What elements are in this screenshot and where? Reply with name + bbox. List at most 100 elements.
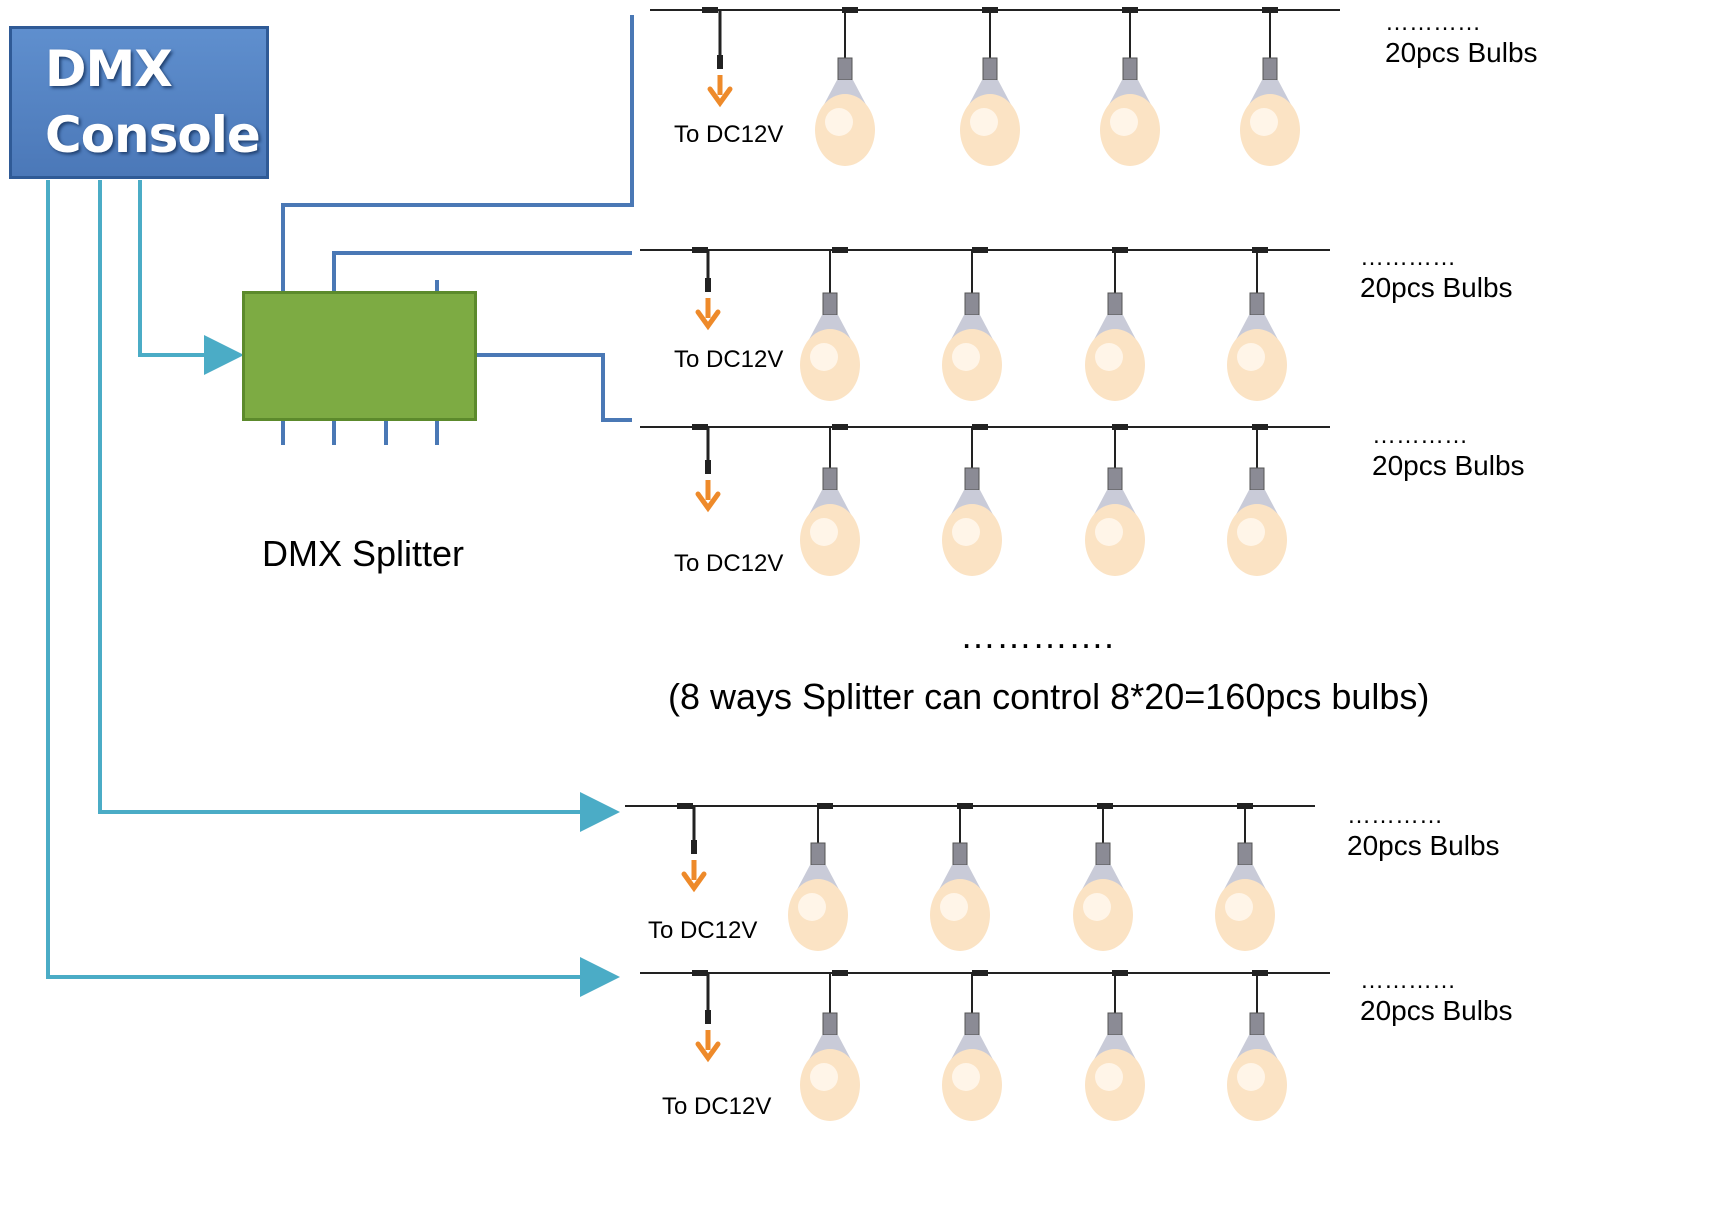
bulb-4-4-socket <box>1237 842 1253 866</box>
string-2-connector-5 <box>1252 247 1268 253</box>
string-3-power-label: To DC12V <box>674 550 784 577</box>
string-2-dots: ………… <box>1360 244 1456 271</box>
bulb-2-4-socket <box>1249 292 1265 316</box>
bulb-3-4-highlight <box>1237 518 1265 546</box>
bulb-3-2-highlight <box>952 518 980 546</box>
string-1-label: ………… 20pcs Bulbs <box>1385 10 1538 70</box>
console-line-to-string-5 <box>46 180 620 997</box>
bulb-4-2-highlight <box>940 893 968 921</box>
string-5-connector-4 <box>1112 970 1128 976</box>
bulb-2-1-highlight <box>810 343 838 371</box>
string-3-connector-5 <box>1252 424 1268 430</box>
string-4-count: 20pcs Bulbs <box>1347 830 1500 861</box>
bulb-4-3-highlight <box>1083 893 1111 921</box>
bulb-4-4-highlight <box>1225 893 1253 921</box>
dmx-splitter-board <box>242 291 477 421</box>
string-5-connector-5 <box>1252 970 1268 976</box>
bulb-1-1-socket <box>837 57 853 81</box>
bulb-1-2-highlight <box>970 108 998 136</box>
bulb-5-1-highlight <box>810 1063 838 1091</box>
bulb-2-2-highlight <box>952 343 980 371</box>
bulb-1-3-socket <box>1122 57 1138 81</box>
string-5-connector-3 <box>972 970 988 976</box>
power-arrow-icon <box>681 871 707 893</box>
dmx-console-title: DMX Console <box>45 36 261 168</box>
string-2-connector-4 <box>1112 247 1128 253</box>
string-2-connector-2 <box>832 247 848 253</box>
console-line-to-string-4 <box>98 180 620 832</box>
string-3-connector-3 <box>972 424 988 430</box>
string-4-connector-3 <box>957 803 973 809</box>
dmx-console-line1: DMX <box>45 40 173 98</box>
bulb-4-2-socket <box>952 842 968 866</box>
string-4-power-label: To DC12V <box>648 917 758 944</box>
string-2-connector-3 <box>972 247 988 253</box>
ellipsis-more-strings: …………. <box>960 615 1115 656</box>
string-5-power-plug <box>705 1010 711 1024</box>
string-4-dots: ………… <box>1347 802 1443 829</box>
bulb-5-2-highlight <box>952 1063 980 1091</box>
power-arrow-icon <box>695 1041 721 1063</box>
string-5-power-label: To DC12V <box>662 1093 772 1120</box>
bulb-4-1-highlight <box>798 893 826 921</box>
string-1-connector-2 <box>842 7 858 13</box>
bulb-5-1-socket <box>822 1012 838 1036</box>
string-1-connector-1 <box>702 7 718 13</box>
bulb-3-2-socket <box>964 467 980 491</box>
bulb-3-3-socket <box>1107 467 1123 491</box>
bulb-2-3-highlight <box>1095 343 1123 371</box>
dmx-console-line2: Console <box>45 106 261 164</box>
string-5-label: ………… 20pcs Bulbs <box>1360 968 1513 1028</box>
bulb-5-3-highlight <box>1095 1063 1123 1091</box>
bulb-2-3-socket <box>1107 292 1123 316</box>
string-2-power-label: To DC12V <box>674 346 784 373</box>
string-5-dots: ………… <box>1360 967 1456 994</box>
string-2-count: 20pcs Bulbs <box>1360 272 1513 303</box>
bulb-5-3-socket <box>1107 1012 1123 1036</box>
string-3-connector-4 <box>1112 424 1128 430</box>
string-3-connector-1 <box>692 424 708 430</box>
dmx-console-box <box>9 26 269 179</box>
bulb-5-4-socket <box>1249 1012 1265 1036</box>
bulb-3-4-socket <box>1249 467 1265 491</box>
console-line-to-splitter <box>138 180 244 375</box>
string-4-connector-2 <box>817 803 833 809</box>
bulb-4-1-socket <box>810 842 826 866</box>
bulb-1-2-socket <box>982 57 998 81</box>
string-5-connector-2 <box>832 970 848 976</box>
bulb-4-3-socket <box>1095 842 1111 866</box>
splitter-capacity-note: (8 ways Splitter can control 8*20=160pcs… <box>668 676 1430 717</box>
string-3-connector-2 <box>832 424 848 430</box>
string-3-label: ………… 20pcs Bulbs <box>1372 423 1525 483</box>
string-2-connector-1 <box>692 247 708 253</box>
string-3-power-plug <box>705 460 711 474</box>
bulb-1-4-highlight <box>1250 108 1278 136</box>
power-arrow-icon <box>707 86 733 108</box>
bulb-5-4-highlight <box>1237 1063 1265 1091</box>
bulb-2-1-socket <box>822 292 838 316</box>
string-1-dots: ………… <box>1385 9 1481 36</box>
bulb-3-3-highlight <box>1095 518 1123 546</box>
string-1-count: 20pcs Bulbs <box>1385 37 1538 68</box>
bulb-1-4-socket <box>1262 57 1278 81</box>
string-4-power-plug <box>691 840 697 854</box>
bulb-1-1-highlight <box>825 108 853 136</box>
dmx-splitter-label: DMX Splitter <box>262 533 465 574</box>
bulb-3-1-highlight <box>810 518 838 546</box>
power-arrow-icon <box>695 491 721 513</box>
string-4-connector-1 <box>677 803 693 809</box>
power-arrow-icon <box>695 309 721 331</box>
bulb-2-2-socket <box>964 292 980 316</box>
bulb-5-2-socket <box>964 1012 980 1036</box>
string-5-connector-1 <box>692 970 708 976</box>
string-2-power-plug <box>705 278 711 292</box>
string-1-power-label: To DC12V <box>674 121 784 148</box>
string-5-count: 20pcs Bulbs <box>1360 995 1513 1026</box>
bulb-2-4-highlight <box>1237 343 1265 371</box>
string-3-dots: ………… <box>1372 422 1468 449</box>
bulb-1-3-highlight <box>1110 108 1138 136</box>
bulb-3-1-socket <box>822 467 838 491</box>
string-2-label: ………… 20pcs Bulbs <box>1360 245 1513 305</box>
